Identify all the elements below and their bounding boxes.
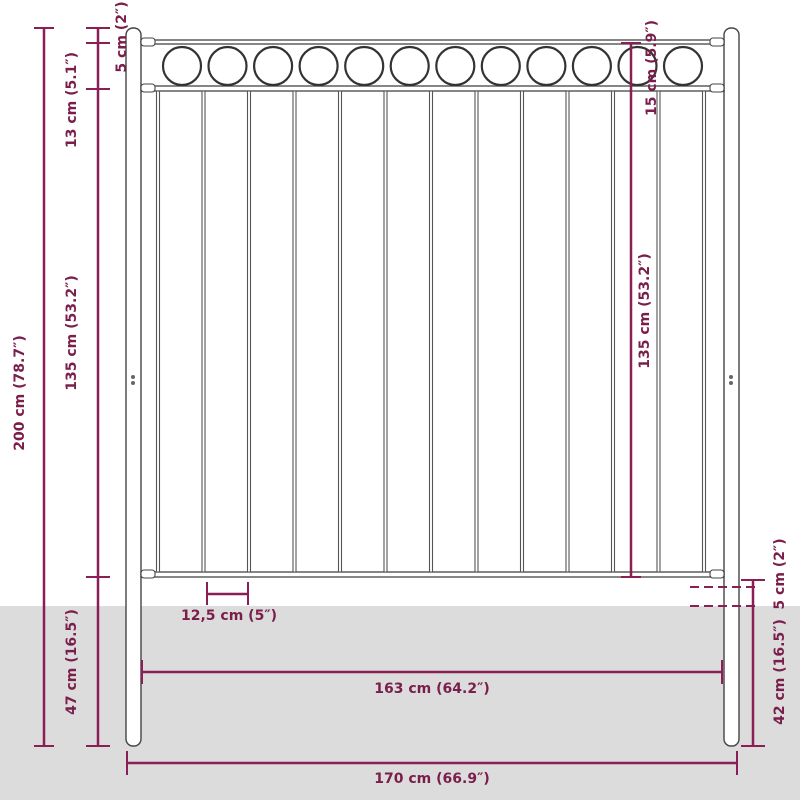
decorative-ring (435, 45, 476, 87)
vertical-bar (201, 90, 206, 573)
decorative-ring (617, 45, 658, 87)
middle-rail (140, 85, 725, 92)
label-total-width: 170 cm (66.9″) (374, 771, 489, 787)
decorative-ring (207, 45, 248, 87)
label-in-ground-right: 42 cm (16.5″) (772, 619, 788, 725)
dim-total-width: 170 cm (66.9″) (126, 751, 738, 787)
vertical-bar (610, 90, 616, 573)
label-bottom-gap-right: 5 cm (2″) (772, 538, 788, 609)
vertical-bar (565, 90, 570, 573)
decorative-ring (161, 45, 203, 87)
vertical-bar (428, 90, 434, 573)
label-ring-band: 15 cm (5.9″) (644, 20, 660, 116)
decorative-ring (571, 45, 613, 87)
vertical-bar (246, 90, 252, 573)
left-post (125, 27, 142, 747)
decorative-ring (662, 45, 704, 87)
label-panel-width: 163 cm (64.2″) (374, 681, 489, 697)
dim-total-height: 200 cm (78.7″) (12, 27, 54, 747)
vertical-bar (656, 90, 661, 573)
vertical-bar (474, 90, 479, 573)
vertical-bars (155, 90, 707, 573)
vertical-bar (519, 90, 525, 573)
dim-left-segments: 5 cm (2″) 13 cm (5.1″) 135 cm (53.2″) 47… (64, 1, 130, 747)
right-post (723, 27, 740, 747)
decorative-ring (298, 45, 339, 87)
decorative-ring (389, 45, 430, 87)
vertical-bar (155, 90, 161, 573)
dim-panel-width: 163 cm (64.2″) (141, 660, 723, 697)
decorative-ring (344, 45, 385, 87)
label-top-gap: 13 cm (5.1″) (64, 52, 80, 148)
dim-right-bottom: 5 cm (2″) 42 cm (16.5″) (690, 538, 788, 747)
vertical-bar (383, 90, 388, 573)
vertical-bar (292, 90, 297, 573)
label-panel-height-right: 135 cm (53.2″) (637, 253, 653, 368)
label-bar-spacing: 12,5 cm (5″) (181, 608, 277, 624)
dim-right-panel: 15 cm (5.9″) 135 cm (53.2″) (621, 20, 660, 578)
decorative-ring (480, 45, 521, 87)
brackets (140, 37, 725, 579)
label-total-height: 200 cm (78.7″) (12, 335, 28, 450)
label-in-ground-left: 47 cm (16.5″) (64, 609, 80, 715)
label-panel-height-left: 135 cm (53.2″) (64, 275, 80, 390)
vertical-bar (701, 90, 707, 573)
vertical-bar (337, 90, 343, 573)
label-top-offset: 5 cm (2″) (114, 1, 130, 72)
ring-band (161, 45, 704, 87)
dim-bar-spacing: 12,5 cm (5″) (181, 582, 277, 624)
decorative-ring (253, 45, 294, 87)
decorative-ring (526, 45, 567, 87)
